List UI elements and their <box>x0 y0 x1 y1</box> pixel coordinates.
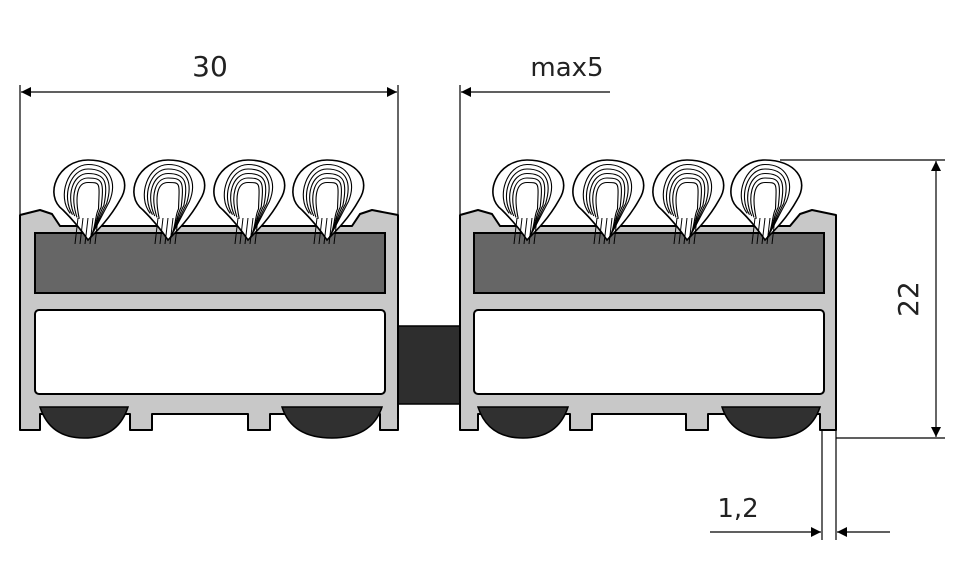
right-profile <box>459 209 837 439</box>
right-hollow-chamber <box>473 309 825 395</box>
fibre-loop-icon <box>730 159 803 245</box>
dimension-gap: max5 <box>459 53 610 214</box>
fibre-loop-icon <box>53 159 126 245</box>
fibre-loop-icon <box>492 159 565 245</box>
fibre-loop-icon <box>133 159 206 245</box>
fibre-loop-icon <box>292 159 365 245</box>
right-rubber-foot-2 <box>720 406 822 439</box>
dimension-base: 1,2 <box>710 430 890 540</box>
base-label: 1,2 <box>717 494 758 524</box>
right-textile-insert <box>473 232 825 294</box>
left-profile <box>19 209 399 439</box>
left-hollow-chamber <box>34 309 386 395</box>
left-rubber-foot-2 <box>280 406 384 439</box>
fibre-loop-icon <box>652 159 725 245</box>
fibre-loop-icon <box>213 159 286 245</box>
left-textile-insert <box>34 232 386 294</box>
gap-label: max5 <box>530 53 603 83</box>
left-rubber-foot-1 <box>38 406 130 439</box>
rubber-spacer <box>397 325 461 405</box>
height-label: 22 <box>892 281 925 317</box>
right-rubber-foot-1 <box>476 406 570 439</box>
dimension-height: 22 <box>780 159 945 439</box>
fibre-loop-icon <box>572 159 645 245</box>
fibre-loops <box>53 159 803 245</box>
width-label: 30 <box>192 50 228 83</box>
dimension-width: 30 <box>19 50 399 326</box>
